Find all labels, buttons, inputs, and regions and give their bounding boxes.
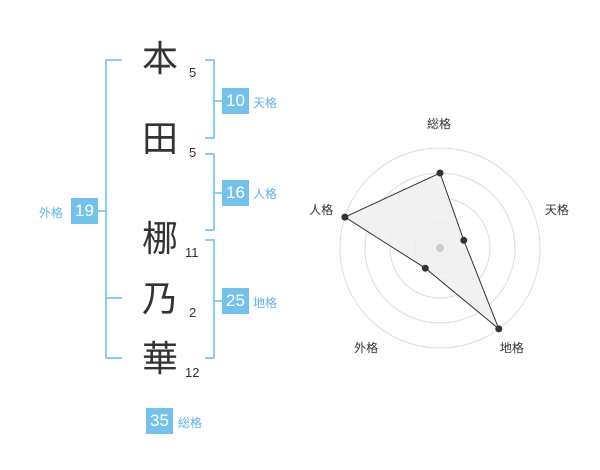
radar-axis-label-3: 地格 (499, 341, 524, 356)
soukaku-value-box: 35 (146, 408, 173, 434)
radar-polygon (343, 172, 500, 330)
tenkaku-bracket (205, 59, 215, 139)
radar-axis-label-4: 外格 (354, 341, 379, 356)
tenkaku-label: 天格 (253, 96, 278, 110)
radar-axis-label-5: 人格 (309, 202, 334, 217)
name-char-1: 本 (141, 39, 178, 80)
radar-ring (339, 147, 541, 349)
stroke-count-4: 2 (189, 305, 197, 320)
gaikaku-bracket (105, 59, 122, 359)
radar-center-dot (436, 244, 444, 252)
radar-point-4 (421, 264, 429, 272)
chikaku-label: 地格 (253, 296, 278, 310)
gaikaku-value-box: 19 (71, 198, 98, 224)
stroke-count-2: 5 (189, 145, 197, 160)
name-char-3: 梛 (141, 219, 178, 260)
radar-point-5 (341, 213, 349, 221)
name-char-2: 田 (141, 119, 178, 160)
gaikaku-label: 外格 (39, 206, 64, 220)
radar-point-2 (460, 236, 468, 244)
radar-axis-label-2: 天格 (544, 202, 569, 217)
chikaku-bracket (205, 239, 215, 359)
jinkaku-value-box: 16 (222, 180, 249, 206)
radar-axis-label-1: 総格 (427, 117, 452, 131)
jinkaku-label: 人格 (253, 187, 278, 201)
stroke-count-1: 5 (189, 65, 197, 80)
stroke-count-3: 11 (185, 245, 199, 260)
soukaku-label: 総格 (178, 416, 203, 430)
tenkaku-value-box: 10 (222, 88, 249, 114)
stroke-count-5: 12 (185, 365, 200, 380)
chikaku-value-box: 25 (222, 288, 249, 314)
name-char-4: 乃 (141, 279, 178, 320)
radar-point-3 (495, 325, 503, 333)
radar-point-1 (436, 169, 444, 177)
name-char-5: 華 (141, 339, 178, 380)
